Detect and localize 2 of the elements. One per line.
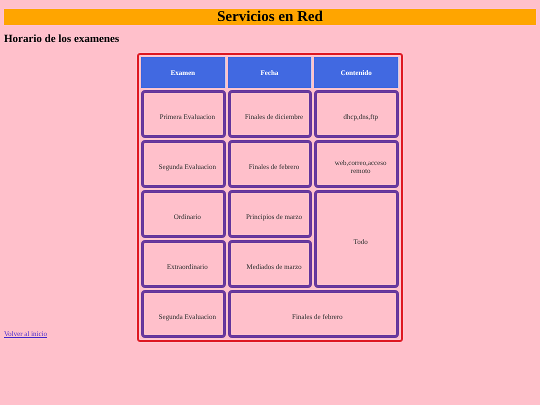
- page-title: Servicios en Red: [4, 9, 536, 25]
- section-heading: Horario de los examenes: [4, 33, 120, 45]
